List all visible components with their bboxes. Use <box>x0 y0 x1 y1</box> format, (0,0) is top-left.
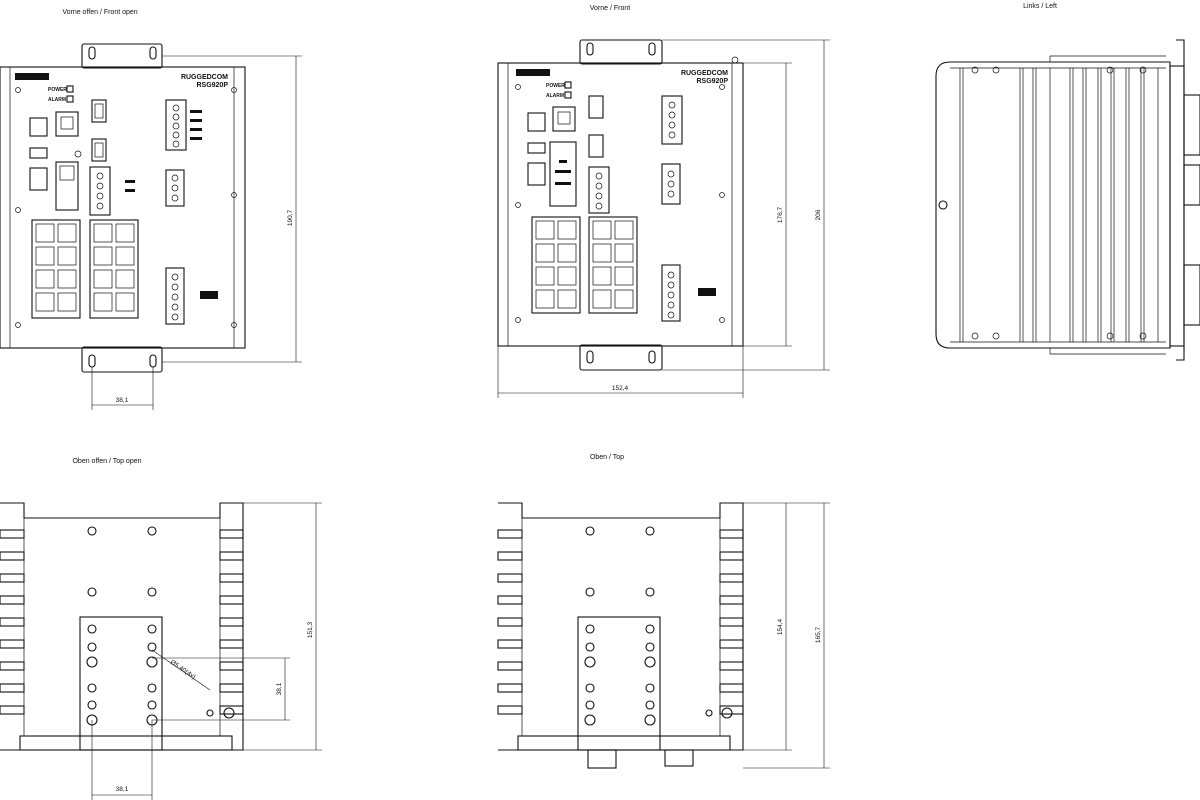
model-name: RSG920P <box>196 82 228 89</box>
usb-port <box>91 99 107 123</box>
card-cover <box>549 141 577 207</box>
card-connector <box>59 165 75 181</box>
ground-screw <box>938 200 948 210</box>
front-view: RUGGEDCOM RSG920P POWER ALARM <box>497 39 830 398</box>
hole-diameter-label: Ø5.40(4x) <box>169 659 197 681</box>
ethernet-port-block-right <box>89 219 139 319</box>
top-view: 154,4 165,7 <box>497 502 830 769</box>
device-body <box>0 66 246 349</box>
alarm-label: ALARM <box>48 97 66 103</box>
brand-name: RUGGEDCOM <box>181 74 228 81</box>
left-view <box>935 39 1200 361</box>
logo-plate <box>516 69 550 76</box>
terminal-block-mid <box>89 166 135 216</box>
connector-profile <box>664 749 694 767</box>
heatsink-fins-right <box>719 529 744 715</box>
ground-screw <box>223 707 235 719</box>
power-led <box>66 85 74 93</box>
ground-screw <box>721 707 733 719</box>
view-title-front-open: Vorne offen / Front open <box>62 9 137 16</box>
top-open-view: 151,3 38,1 Ø5.40(4x) 38,1 <box>0 502 322 800</box>
connector-profile <box>1183 164 1200 206</box>
terminal-block-bottom <box>165 267 218 325</box>
heatsink-fins-right <box>219 529 244 715</box>
screw <box>231 322 237 328</box>
card-slot <box>55 161 79 211</box>
view-title-front: Vorne / Front <box>590 5 631 12</box>
dim-inner-depth-label: 154,4 <box>777 618 784 635</box>
ethernet-port-block-left <box>31 219 81 319</box>
logo-plate <box>15 73 49 80</box>
mount-tab-bottom <box>579 344 663 371</box>
reset-button <box>74 150 82 158</box>
dim-hole-horizontal-label: 38,1 <box>116 786 129 793</box>
mount-slot <box>149 46 157 60</box>
ethernet-port-block-left <box>531 216 581 314</box>
mount-slot <box>88 354 96 368</box>
ethernet-port-block-right <box>588 216 638 314</box>
dim-hole-spacing-label: 38,1 <box>116 397 129 404</box>
power-label: POWER <box>48 87 67 93</box>
rj45-inner <box>60 116 74 130</box>
device-body <box>497 62 744 347</box>
front-open-view: RUGGEDCOM RSG920P POWER ALARM <box>0 43 302 410</box>
sfp-port <box>29 167 48 191</box>
alarm-label: ALARM <box>546 93 564 99</box>
dim-hole-vertical-label: 38,1 <box>276 682 283 695</box>
dim-outer-height-label: 206 <box>815 209 822 220</box>
model-name: RSG920P <box>696 78 728 85</box>
heatsink-fins-left <box>497 529 523 715</box>
front-plate <box>517 735 731 751</box>
view-title-top-open: Oben offen / Top open <box>72 458 141 465</box>
dim-width-label: 152,4 <box>612 385 629 392</box>
screw <box>231 192 237 198</box>
mount-bracket <box>1176 39 1185 361</box>
terminal-block-top <box>165 99 202 151</box>
alarm-led <box>66 95 74 103</box>
din-rail-bracket <box>577 616 661 751</box>
dip-switch <box>29 147 48 159</box>
power-label: POWER <box>546 83 565 89</box>
sfp-port <box>29 117 48 137</box>
connector-profile <box>1183 264 1200 326</box>
terminal-block-right <box>165 169 185 207</box>
dim-outer-depth-label: 165,7 <box>815 626 822 643</box>
connector-profile <box>1183 94 1200 156</box>
brand-name: RUGGEDCOM <box>681 70 728 77</box>
ground-screw <box>731 56 739 64</box>
leader-line <box>151 649 211 691</box>
screw <box>15 87 21 93</box>
dim-height-label: 190,7 <box>287 209 294 226</box>
view-title-top: Oben / Top <box>590 454 624 461</box>
rj45-console <box>55 111 79 137</box>
screw <box>15 322 21 328</box>
front-plate <box>19 735 233 751</box>
heatsink-fins-left <box>0 529 25 715</box>
mount-slot <box>88 46 96 60</box>
heatsink-fins <box>959 68 1159 342</box>
mount-tab-top <box>579 39 663 65</box>
device-front-panel <box>507 62 733 347</box>
usb-inner <box>94 142 104 158</box>
mount-tab-bottom <box>81 346 163 373</box>
dim-depth-label: 151,3 <box>307 621 314 638</box>
din-rail-bracket <box>79 616 163 751</box>
front-plate-edge <box>1169 65 1185 347</box>
device-front-panel <box>9 66 235 349</box>
dim-inner-height-label: 176,7 <box>777 206 784 223</box>
screw <box>231 87 237 93</box>
connector-profile <box>587 749 617 769</box>
usb-port <box>91 138 107 162</box>
side-body <box>935 61 1171 349</box>
screw <box>15 207 21 213</box>
mount-slot <box>149 354 157 368</box>
view-title-left: Links / Left <box>1023 3 1057 10</box>
usb-inner <box>94 103 104 119</box>
